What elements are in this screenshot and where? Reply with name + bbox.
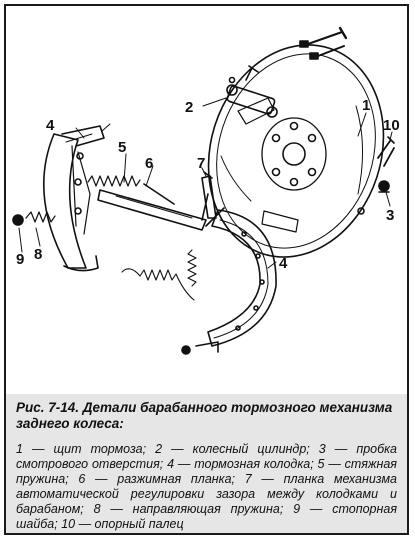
brake-assembly-figure: 2 1 10 3 4 5 6 7 4 8 9 xyxy=(6,6,407,396)
brake-exploded-drawing: 2 1 10 3 4 5 6 7 4 8 9 xyxy=(12,26,400,355)
callout-5: 5 xyxy=(118,139,126,156)
callout-7: 7 xyxy=(197,155,205,172)
backing-plate xyxy=(207,44,385,258)
guide-spring xyxy=(25,211,56,223)
callout-10: 10 xyxy=(383,117,400,134)
tension-spring xyxy=(87,175,175,205)
callout-8: 8 xyxy=(34,246,42,263)
retaining-washer xyxy=(12,214,24,226)
callout-3: 3 xyxy=(386,207,394,224)
callout-1: 1 xyxy=(362,97,370,114)
frame-border xyxy=(4,4,409,535)
small-springs xyxy=(121,249,197,301)
leader-lines xyxy=(18,97,393,269)
expander-bar xyxy=(97,189,209,231)
caption-title: Рис. 7-14. Детали барабанного тормозного… xyxy=(16,400,393,431)
mounting-bolts xyxy=(299,26,348,60)
brake-shoe-left xyxy=(42,123,111,272)
wheel-cylinder xyxy=(226,65,278,118)
callout-4-right: 4 xyxy=(279,255,288,272)
inspection-plug xyxy=(378,180,390,193)
adjuster-strip xyxy=(201,171,217,219)
callout-4-left: 4 xyxy=(46,117,55,134)
callout-2: 2 xyxy=(185,99,193,116)
caption-legend: 1 — щит тормоза; 2 — колесный цилиндр; 3… xyxy=(16,442,397,531)
brake-shoe-right xyxy=(181,207,277,355)
callout-9: 9 xyxy=(16,251,24,268)
support-pin xyxy=(377,136,395,167)
callout-6: 6 xyxy=(145,155,153,172)
figure-caption: Рис. 7-14. Детали барабанного тормозного… xyxy=(6,394,407,533)
